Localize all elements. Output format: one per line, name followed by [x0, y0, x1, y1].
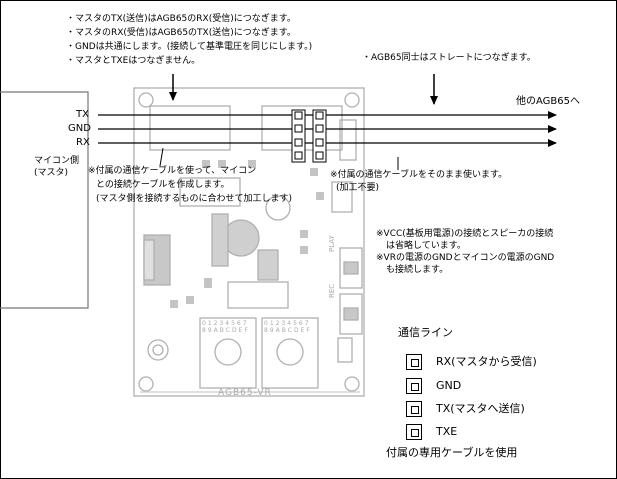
- note-rx-to-tx: ・マスタのRX(受信)はAGB65のTX(送信)につなぎます。: [66, 28, 296, 38]
- note-tx-to-rx: ・マスタのTX(送信)はAGB65のRX(受信)につなぎます。: [66, 14, 296, 24]
- cable-note-line3: (マスタ側を接続するものに合わせて加工します): [96, 194, 293, 204]
- legend-footer: 付属の専用ケーブルを使用: [386, 446, 518, 459]
- as-is-note-line2: (加工不要): [336, 183, 380, 193]
- rotary-switch-2-label: 0123456789ABCDEF: [264, 320, 312, 334]
- pin-icon: [406, 354, 422, 370]
- signal-label-tx: TX: [76, 109, 89, 120]
- cable-note-line2: との接続ケーブルを作成します。: [96, 180, 230, 190]
- play-label: PLAY: [328, 235, 336, 252]
- board-label: AGB65-VR: [218, 388, 272, 398]
- legend-title: 通信ライン: [398, 326, 453, 339]
- rotary-switch-1-label: 0123456789ABCDEF: [202, 320, 250, 334]
- vcc-note-line3: ※VRの電源のGNDとマイコンの電源のGND: [376, 253, 555, 263]
- note-straight: ・AGB65同士はストレートにつなぎます。: [362, 53, 536, 63]
- rec-label: REC: [328, 283, 336, 298]
- signal-label-gnd: GND: [68, 123, 91, 134]
- legend-item-label: TXE: [436, 425, 458, 438]
- signal-label-rx: RX: [76, 137, 90, 148]
- master-label: マイコン側: [34, 156, 80, 166]
- to-other-agb65: 他のAGB65へ: [516, 96, 580, 107]
- connector-master-side: [291, 109, 306, 163]
- pin-icon: [406, 401, 422, 417]
- as-is-note-line1: ※付属の通信ケーブルをそのまま使います。: [330, 170, 508, 180]
- master-device-outline: [0, 91, 89, 309]
- cable-note-line1: ※付属の通信ケーブルを使って、マイコン: [88, 166, 257, 176]
- vcc-note-line2: は省略しています。: [386, 241, 466, 251]
- signal-lines: [98, 111, 557, 147]
- legend-item-label: TX(マスタへ送信): [436, 402, 525, 415]
- vcc-note-line1: ※VCC(基板用電源)の接続とスピーカの接続: [376, 229, 554, 239]
- connector-slave-side: [312, 109, 327, 163]
- note-gnd-common: ・GNDは共通にします。(接続して基準電圧を同じにします。): [66, 42, 313, 52]
- board-small-parts: [170, 160, 324, 308]
- legend-item-label: GND: [436, 379, 462, 392]
- vcc-note-line4: も接続します。: [386, 265, 449, 275]
- pin-icon: [406, 424, 422, 440]
- legend-item-label: RX(マスタから受信): [436, 355, 537, 368]
- cable-note-leader: [159, 147, 164, 167]
- pin-icon: [406, 378, 422, 394]
- master-label-sub: (マスタ): [34, 168, 69, 178]
- note-txe-unconnected: ・マスタとTXEはつなぎません。: [66, 56, 201, 66]
- agb65-board: [133, 87, 365, 397]
